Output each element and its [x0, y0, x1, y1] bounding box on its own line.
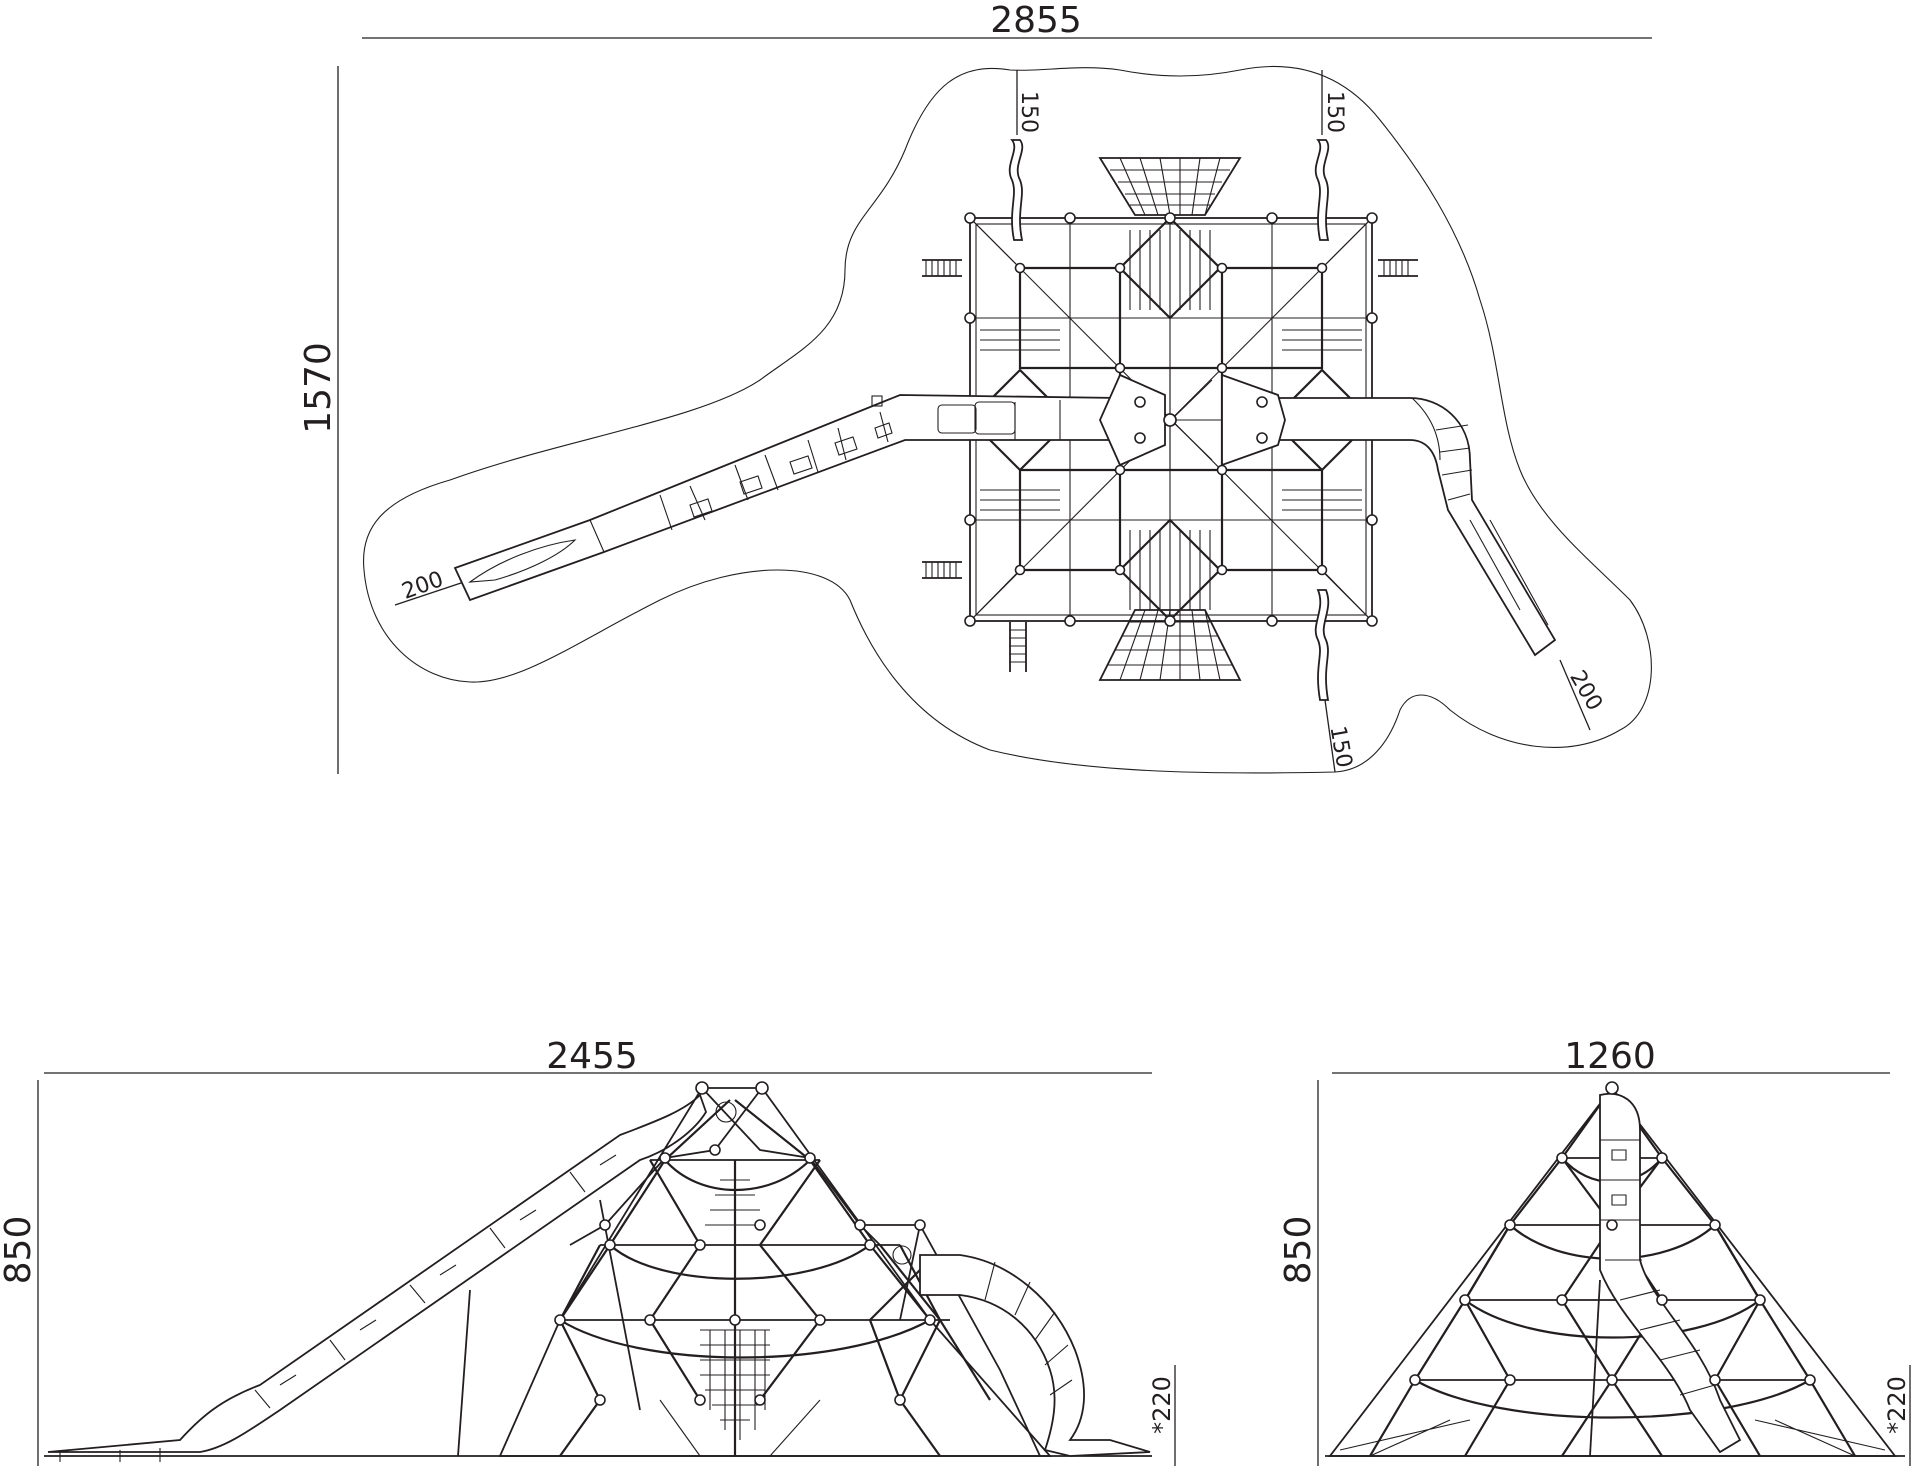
- side-fall-height-label: *220: [1883, 1376, 1911, 1434]
- safety-zone-outline: [362, 65, 1652, 774]
- side-fall-height: *220: [1883, 1365, 1911, 1466]
- front-right-tower: [715, 1101, 1041, 1457]
- front-fall-height: *220: [1148, 1365, 1176, 1466]
- front-long-slide: [47, 1093, 707, 1462]
- front-height-dimension: 850: [0, 1080, 39, 1466]
- plan-clearance-slide-left: 200: [399, 567, 447, 605]
- plan-view: 2855 1570 150 150 150 200 200: [298, 0, 1652, 774]
- side-tube-slide: [1589, 1092, 1742, 1457]
- plan-ladders: [922, 259, 1418, 672]
- front-elevation: 2455 850 *220: [0, 1036, 1176, 1466]
- plan-width-dimension: 2855: [362, 0, 1652, 41]
- plan-poles: [1008, 139, 1330, 701]
- plan-tube-slide-left: [453, 394, 1121, 602]
- plan-clearance-bottom-right: 150: [1324, 724, 1356, 770]
- side-width-dimension: 1260: [1332, 1036, 1890, 1077]
- plan-center-platforms: [1099, 373, 1286, 467]
- plan-clearance-slide-right: 200: [1564, 666, 1607, 715]
- side-height-label: 850: [1278, 1216, 1319, 1285]
- plan-top-net: [1098, 157, 1242, 216]
- front-width-dimension: 2455: [44, 1036, 1152, 1077]
- side-height-dimension: 850: [1278, 1080, 1319, 1466]
- front-fall-height-label: *220: [1148, 1376, 1176, 1434]
- plan-width-label: 2855: [990, 0, 1082, 41]
- front-spiral-slide: [919, 1254, 1151, 1457]
- side-width-label: 1260: [1564, 1036, 1656, 1077]
- plan-depth-label: 1570: [298, 342, 339, 434]
- front-nodes: [554, 1081, 936, 1406]
- plan-clearance-top-left: 150: [1016, 91, 1041, 133]
- side-nodes: [1409, 1081, 1816, 1386]
- front-height-label: 850: [0, 1216, 39, 1285]
- front-width-label: 2455: [546, 1036, 638, 1077]
- side-elevation: 1260 850 *220: [1278, 1036, 1911, 1466]
- plan-clearance-top-right: 150: [1322, 91, 1347, 133]
- plan-depth-dimension: 1570: [298, 66, 339, 774]
